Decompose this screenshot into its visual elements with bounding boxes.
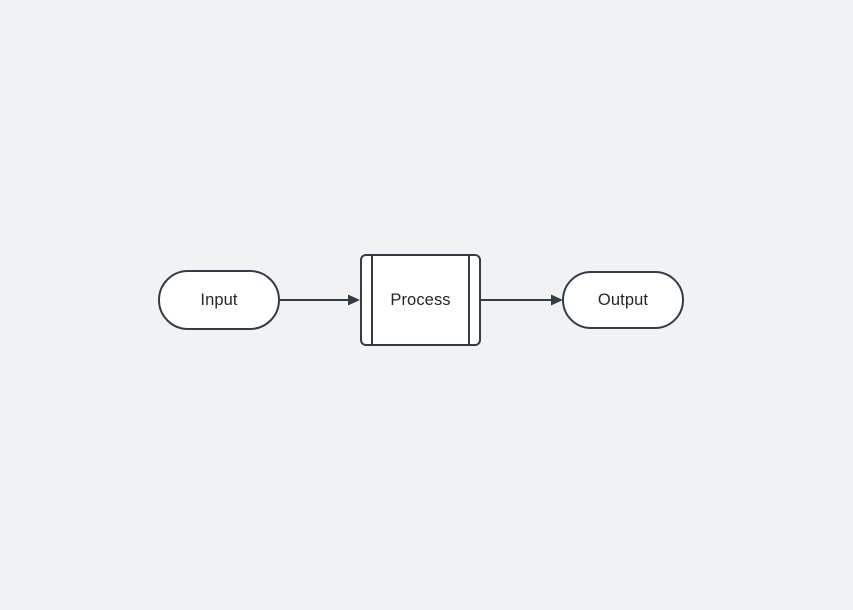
arrow-process-to-output xyxy=(481,294,563,306)
node-output: Output xyxy=(562,271,684,329)
node-input: Input xyxy=(158,270,280,330)
node-process-label: Process xyxy=(390,290,451,309)
arrowhead-icon xyxy=(348,294,360,306)
node-input-label: Input xyxy=(200,290,238,309)
arrow-input-to-process xyxy=(280,294,360,306)
node-process: Process xyxy=(360,254,481,346)
node-output-label: Output xyxy=(597,290,649,309)
arrowhead-icon xyxy=(551,294,563,306)
